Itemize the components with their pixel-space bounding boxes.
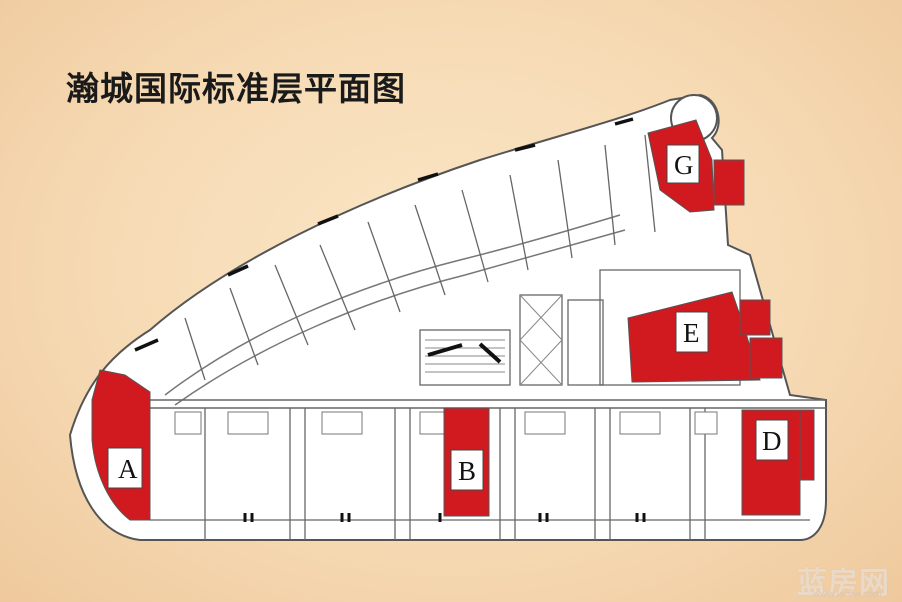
lower-wing-walls (150, 408, 810, 540)
unit-e-label: E (683, 318, 700, 348)
unit-g[interactable]: G (647, 119, 745, 213)
unit-b[interactable]: B (443, 407, 490, 517)
upper-corridor (164, 214, 621, 396)
unit-a-label: A (118, 454, 138, 484)
bottom-windows (243, 513, 646, 522)
watermark-brand: 蓝房网 (797, 566, 890, 601)
plan-title: 瀚城国际标准层平面图 (66, 69, 406, 108)
watermark-url: www.lanfw.com (812, 590, 882, 600)
unit-d-label: D (762, 426, 782, 456)
unit-b-label: B (458, 456, 476, 486)
unit-a[interactable]: A (91, 369, 151, 521)
core-stairs (419, 294, 604, 386)
upper-wing-walls (184, 134, 656, 381)
unit-g-label: G (674, 150, 694, 180)
unit-e[interactable]: E (627, 291, 783, 383)
unit-d[interactable]: D (741, 409, 815, 516)
bathroom-fixtures (174, 411, 718, 435)
facade-windows (134, 117, 634, 352)
